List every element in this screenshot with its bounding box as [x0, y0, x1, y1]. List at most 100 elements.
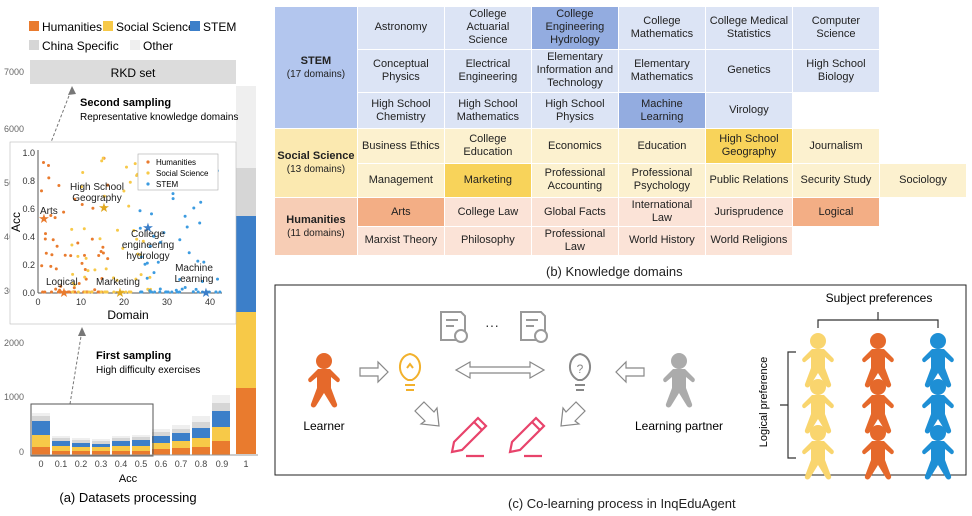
- x-tick: 0.5: [135, 459, 148, 469]
- domain-cell: College Medical Statistics: [704, 6, 793, 50]
- domain-cell: Elementary Information and Technology: [530, 48, 619, 93]
- annotation-logical: Logical: [46, 277, 78, 288]
- domain-cell: Economics: [530, 128, 619, 164]
- scatter-point-humanities: [97, 254, 101, 257]
- scatter-y-tick: 0.4: [22, 232, 35, 242]
- scatter-point-stem: [139, 255, 143, 259]
- document-icon: [440, 311, 468, 343]
- scatter-point-stem: [158, 287, 162, 291]
- scatter-point-stem: [199, 200, 203, 204]
- domain-cell: High School Biology: [791, 48, 880, 93]
- pen-icon: [450, 416, 488, 458]
- histogram-segment-stem: [72, 443, 90, 447]
- bar-segment-humanities: [236, 388, 256, 454]
- scatter-legend-dot-social: [146, 171, 150, 175]
- domain-cell: High School Chemistry: [356, 91, 445, 130]
- scatter-point-stem: [178, 238, 182, 242]
- learning-partner-label: Learning partner: [635, 419, 723, 433]
- histogram-segment-social-science: [92, 447, 110, 451]
- scatter-point-stem: [205, 290, 209, 294]
- category-name: Humanities: [286, 213, 346, 226]
- legend-humanities: Humanities: [42, 20, 102, 34]
- scatter-point-humanities: [50, 290, 53, 294]
- scatter-point-stem: [180, 287, 184, 291]
- scatter-y-label: Acc: [9, 212, 23, 232]
- scatter-x-tick: 20: [119, 297, 129, 307]
- scatter-point-stem: [218, 290, 222, 294]
- scatter-point-stem: [216, 277, 219, 281]
- highlight-stars: ★ ★ ★ ★ ★ ★: [38, 200, 212, 300]
- domain-cell: Logical: [791, 197, 880, 227]
- x-tick: 0.2: [75, 459, 88, 469]
- histogram-segment-other: [72, 438, 90, 440]
- domain-cell: Journalism: [791, 128, 880, 164]
- scatter-y-tick: 0.8: [22, 176, 35, 186]
- star-logical: ★: [58, 285, 70, 300]
- histogram-segment-humanities: [52, 451, 70, 455]
- scatter-x-tick: 40: [205, 297, 215, 307]
- panel-c-frame: [274, 284, 967, 476]
- scatter-point-social-science: [71, 290, 74, 294]
- scatter-point-social-science: [141, 239, 145, 243]
- histogram-segment-social-science: [112, 446, 130, 451]
- x-tick: 1: [243, 459, 248, 469]
- scatter-point-stem: [202, 260, 206, 264]
- scatter-point-social-science: [98, 237, 102, 241]
- scatter-point-stem: [170, 290, 174, 294]
- panel-c-caption: (c) Co-learning process in InqEduAgent: [508, 496, 736, 511]
- scatter-point-social-science: [103, 205, 107, 209]
- histogram-segment-other: [152, 429, 170, 432]
- scatter-point-social-science: [132, 229, 136, 232]
- histogram-segment-stem: [112, 441, 130, 446]
- scatter-point-humanities: [72, 286, 76, 290]
- scatter-point-social-science: [73, 283, 77, 287]
- domain-cell: Machine Learning: [617, 91, 706, 130]
- domain-cell: Marxist Theory: [356, 225, 445, 257]
- histogram-segment-humanities: [32, 447, 50, 455]
- domain-cell: Philosophy: [443, 225, 532, 257]
- scatter-point-stem: [196, 290, 200, 294]
- scatter-point-humanities: [83, 253, 86, 257]
- histogram-segment-other: [132, 435, 150, 437]
- scatter-point-humanities: [41, 217, 45, 220]
- histogram-segment-humanities: [92, 451, 110, 455]
- scatter-point-stem: [150, 212, 153, 216]
- histogram-segment-social-science: [152, 443, 170, 449]
- histogram-segment-stem: [172, 433, 190, 441]
- scatter-point-humanities: [80, 203, 84, 206]
- scatter-x-label: Domain: [107, 308, 148, 322]
- category-name: Social Science: [277, 150, 355, 163]
- histogram-segment-china-specific: [112, 438, 130, 441]
- scatter-point-stem: [156, 260, 160, 264]
- histogram-segment-humanities: [112, 451, 130, 455]
- scatter-point-humanities: [100, 277, 104, 280]
- histogram-segment-humanities: [192, 447, 210, 455]
- scatter-point-stem: [178, 278, 182, 281]
- scatter-legend-dot-stem: [146, 182, 150, 186]
- x-axis-label: Acc: [119, 473, 138, 485]
- x-tick: 0.8: [195, 459, 208, 469]
- logical-preference-bracket: [780, 351, 796, 459]
- scatter-point-social-science: [76, 290, 80, 294]
- scatter-point-humanities: [63, 253, 67, 257]
- scatter-point-humanities: [54, 267, 58, 271]
- scatter-point-social-science: [81, 171, 85, 174]
- scatter-point-humanities: [99, 250, 103, 253]
- histogram-segment-humanities: [72, 451, 90, 455]
- scatter-point-humanities: [59, 284, 63, 288]
- x-tick: 0.4: [115, 459, 128, 469]
- second-sampling-arrowhead: [68, 86, 76, 95]
- domain-cell: College Law: [443, 197, 532, 227]
- first-sampling-arrow: [69, 329, 83, 405]
- legend-social-science: Social Science: [116, 20, 195, 34]
- domain-cell: Business Ethics: [356, 128, 445, 164]
- histogram-segment-stem: [92, 444, 110, 447]
- domain-cell: World Religions: [704, 225, 793, 257]
- scatter-point-stem: [138, 226, 142, 230]
- histogram-bars: [32, 395, 230, 455]
- domain-cell: Jurisprudence: [704, 197, 793, 227]
- domain-cell: College Mathematics: [617, 6, 706, 50]
- y-tick: 1000: [4, 392, 24, 402]
- scatter-point-humanities: [68, 290, 71, 294]
